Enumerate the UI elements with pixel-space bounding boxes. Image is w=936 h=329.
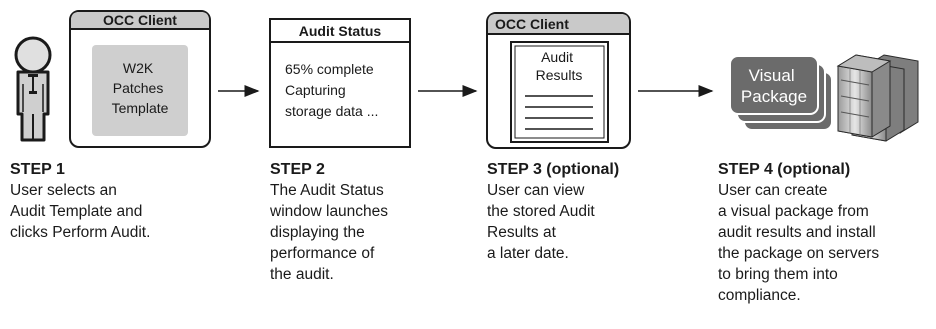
template-line: Patches <box>113 80 164 96</box>
step-1-title: STEP 1 <box>10 161 65 178</box>
document-line: Audit <box>541 49 573 65</box>
step-3-desc-line: the stored Audit <box>487 203 595 220</box>
svg-text:Audit Results: Audit Results <box>536 49 583 83</box>
audit-status-window: Audit Status 65% complete Capturing stor… <box>269 18 411 148</box>
svg-text:Visual Package: Visual Package <box>741 66 807 106</box>
step-2-desc-line: window launches <box>270 203 389 220</box>
template-line: W2K <box>123 60 154 76</box>
occ-client-window-step1: OCC Client W2K Patches Template <box>69 10 211 148</box>
step-1-desc-line: clicks Perform Audit. <box>10 224 151 241</box>
step-3-desc-line: User can view <box>487 182 585 199</box>
step-2-desc-line: the audit. <box>270 266 334 283</box>
step-4-desc-line: a visual package from <box>718 203 869 220</box>
step-2-desc-line: The Audit Status <box>270 182 384 199</box>
step-1-desc-line: User selects an <box>10 182 117 199</box>
step-4-desc-line: User can create <box>718 182 828 199</box>
step-3-desc-line: a later date. <box>487 245 569 262</box>
document-icon: Audit Results <box>510 41 609 143</box>
step-4-desc-line: to bring them into <box>718 266 838 283</box>
user-icon <box>14 36 52 142</box>
visual-package-icon: Visual Package <box>729 55 833 131</box>
svg-text:W2K Patches Templa: W2K Patches Template <box>112 60 169 116</box>
template-box <box>92 45 188 136</box>
step-2-caption: STEP 2 The Audit Status window launches … <box>270 160 388 285</box>
occ-client-title-step1: OCC Client <box>103 12 177 28</box>
svg-text:65% complete Capturing: 65% complete Capturing storage data ... <box>285 61 378 119</box>
step-4-desc-line: audit results and install <box>718 224 876 241</box>
step-3-desc-line: Results at <box>487 224 556 241</box>
server-stack-icon <box>836 54 919 142</box>
step-4-title: STEP 4 (optional) <box>718 161 851 178</box>
step-1-desc-line: Audit Template and <box>10 203 143 220</box>
audit-status-title: Audit Status <box>299 23 382 39</box>
step-4-desc-line: the package on servers <box>718 245 880 262</box>
step-2-desc-line: displaying the <box>270 224 365 241</box>
package-line: Visual <box>749 66 795 85</box>
step-4-desc-line: compliance. <box>718 287 801 304</box>
occ-client-window-step3: OCC Client Audit Results <box>486 12 631 149</box>
step-1-caption: STEP 1 User selects an Audit Template an… <box>10 160 150 243</box>
status-line: storage data ... <box>285 103 378 119</box>
status-line: 65% complete <box>285 61 374 77</box>
document-line: Results <box>536 67 583 83</box>
step-4-caption: STEP 4 (optional) User can create a visu… <box>718 160 879 306</box>
step-2-title: STEP 2 <box>270 161 325 178</box>
package-line: Package <box>741 87 807 106</box>
step-2-desc-line: performance of <box>270 245 375 262</box>
occ-client-title-step3: OCC Client <box>495 16 569 32</box>
step-3-title: STEP 3 (optional) <box>487 161 620 178</box>
step-3-caption: STEP 3 (optional) User can view the stor… <box>487 160 619 264</box>
status-line: Capturing <box>285 82 346 98</box>
template-line: Template <box>112 100 169 116</box>
